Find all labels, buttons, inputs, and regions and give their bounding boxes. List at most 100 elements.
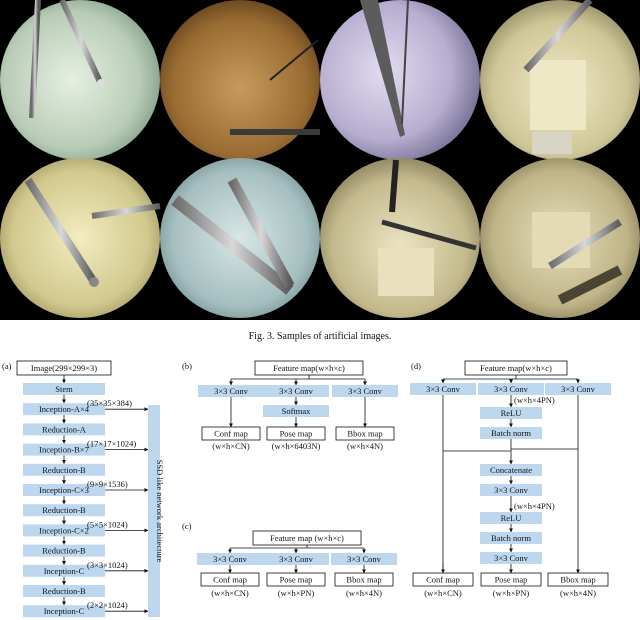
panel-c-conv-2: 3×3 Conv bbox=[347, 554, 382, 564]
panel-a-block-4-box bbox=[23, 463, 105, 476]
panel-b-conv-1: 3×3 Conv bbox=[279, 386, 314, 396]
panel-d-conv-1: 3×3 Conv bbox=[494, 384, 529, 394]
panel-d-batch-norm: Batch norm bbox=[491, 428, 531, 438]
panel-a-block-7: Inception-C×2 bbox=[39, 525, 89, 535]
panel-a-block-3: Inception-B×7 bbox=[39, 445, 89, 455]
sample-image-2 bbox=[160, 0, 320, 160]
panel-a-input: Image(299×299×3) bbox=[31, 363, 97, 373]
sample-image-grid bbox=[0, 0, 640, 320]
panel-c-conv-1: 3×3 Conv bbox=[279, 554, 314, 564]
panel-b-input: Feature map(w×h×c) bbox=[273, 363, 345, 373]
panel-c-map-0-box bbox=[200, 572, 260, 587]
panel-d-batch-norm-box bbox=[480, 427, 542, 439]
panel-b-conv-2: 3×3 Conv bbox=[348, 386, 383, 396]
panel-c-map-2: Bbox map bbox=[346, 575, 381, 585]
panel-d-dim-conv2: (w×h×4PN) bbox=[514, 501, 555, 511]
panel-a-output-2: (9×9×1536) bbox=[87, 479, 128, 489]
panel-a-block-6: Reduction-B bbox=[42, 505, 86, 515]
panel-b-dim-0: (w×h×CN) bbox=[212, 441, 250, 451]
panel-c-conv-0: 3×3 Conv bbox=[213, 554, 248, 564]
panel-b-dim-2: (w×h×4N) bbox=[347, 441, 383, 451]
panel-d-map-2-box bbox=[547, 572, 609, 587]
panel-a-output-5: (2×2×1024) bbox=[87, 600, 128, 610]
panel-c-map-1: Pose map bbox=[280, 575, 313, 585]
panel-b-label: (b) bbox=[182, 361, 192, 371]
panel-b-map-1: Pose map bbox=[280, 429, 313, 439]
panel-d-dim-0: (w×h×CN) bbox=[424, 588, 462, 598]
panel-d-label: (d) bbox=[411, 361, 421, 371]
panel-a-block-3-box bbox=[23, 443, 105, 456]
sample-image-7 bbox=[320, 158, 480, 318]
panel-b-conv-0-box bbox=[198, 385, 264, 397]
panel-a-block-11-box bbox=[23, 605, 105, 618]
panel-d-conv-2-box bbox=[545, 383, 611, 395]
panel-a-block-7-box bbox=[23, 524, 105, 537]
panel-a-block-9-box bbox=[23, 564, 105, 577]
panel-d-input: Feature map(w×h×c) bbox=[480, 363, 552, 373]
panel-a-block-5-box bbox=[23, 484, 105, 496]
panel-d-map-0-box bbox=[412, 572, 474, 587]
panel-d-relu: ReLU bbox=[501, 408, 522, 418]
panel-d-conv-last: 3×3 Conv bbox=[494, 553, 529, 563]
sample-image-8 bbox=[480, 158, 640, 318]
panel-d-conv-0: 3×3 Conv bbox=[426, 384, 461, 394]
panel-a-label: (a) bbox=[2, 361, 12, 371]
panel-d-concatenate: Concatenate bbox=[490, 465, 532, 475]
panel-a-output-4: (3×3×1024) bbox=[87, 560, 128, 570]
panel-b-conv-1-box bbox=[263, 385, 329, 397]
panel-a-output-1: (17×17×1024) bbox=[87, 439, 136, 449]
panel-d-dim-2: (w×h×4N) bbox=[560, 588, 596, 598]
panel-d-conv-0-box bbox=[410, 383, 476, 395]
panel-d-batch-norm2-box bbox=[480, 532, 542, 544]
panel-c-map-0: Conf map bbox=[213, 575, 247, 585]
panel-c-dim-0: (w×h×CN) bbox=[211, 588, 249, 598]
panel-a-block-2: Reduction-A bbox=[42, 424, 87, 434]
panel-a-block-2-box bbox=[23, 423, 105, 436]
architecture-diagram: (a) Image(299×299×3) StemInception-A×4Re… bbox=[2, 360, 611, 618]
panel-b-map-0-box bbox=[201, 426, 261, 441]
panel-d-conv-mid-box bbox=[480, 484, 542, 496]
panel-c-dim-2: (w×h×4N) bbox=[346, 588, 382, 598]
panel-a-block-4: Reduction-B bbox=[42, 465, 86, 475]
panel-b-dim-1: (w×h×6403N) bbox=[272, 441, 321, 451]
panel-d-map-1-box bbox=[480, 572, 542, 587]
panel-d-conv-last-box bbox=[480, 552, 542, 564]
panel-d-conv-1-box bbox=[478, 383, 544, 395]
panel-a-block-0-box bbox=[23, 383, 105, 395]
panel-a-block-10: Reduction-B bbox=[42, 586, 86, 596]
panel-b-conv-2-box bbox=[332, 385, 398, 397]
figure-caption: Fig. 3. Samples of artificial images. bbox=[248, 331, 392, 342]
panel-b-map-1-box bbox=[266, 426, 326, 441]
panel-d-relu2: ReLU bbox=[501, 513, 522, 523]
panel-d-conv-2: 3×3 Conv bbox=[561, 384, 596, 394]
panel-a-block-6-box bbox=[23, 504, 105, 517]
panel-d-map-0: Conf map bbox=[426, 575, 460, 585]
sample-image-1 bbox=[0, 0, 160, 160]
sample-image-4 bbox=[480, 0, 640, 160]
panel-d-map-2: Bbox map bbox=[560, 575, 595, 585]
panel-a-output-0: (35×35×384) bbox=[87, 398, 132, 408]
panel-b-map-2: Bbox map bbox=[347, 429, 382, 439]
panel-a-block-11: Inception-C bbox=[44, 606, 85, 616]
panel-c-map-2-box bbox=[334, 572, 394, 587]
sample-image-3 bbox=[320, 0, 480, 160]
panel-b-softmax: Softmax bbox=[282, 406, 312, 416]
panel-d-map-1: Pose map bbox=[495, 575, 528, 585]
panel-a-output-3: (5×5×1024) bbox=[87, 519, 128, 529]
panel-a-side-label: SSD like network architecture bbox=[155, 460, 165, 563]
panel-a-block-9: Inception-C bbox=[44, 566, 85, 576]
panel-b-softmax-box bbox=[263, 405, 329, 417]
panel-c-input: Feature map (w×h×c) bbox=[270, 533, 344, 543]
panel-b-map-0: Conf map bbox=[214, 429, 248, 439]
panel-d-conv-mid: 3×3 Conv bbox=[494, 485, 529, 495]
panel-d-relu-box bbox=[480, 407, 542, 419]
panel-a-block-8-box bbox=[23, 544, 105, 557]
panel-c-conv-0-box bbox=[197, 553, 263, 565]
panel-d-concatenate-box bbox=[480, 464, 542, 476]
panel-b-map-2-box bbox=[335, 426, 395, 441]
panel-c-map-1-box bbox=[266, 572, 326, 587]
panel-b-conv-0: 3×3 Conv bbox=[214, 386, 249, 396]
panel-d-dim-conv1: (w×h×4PN) bbox=[514, 395, 555, 405]
panel-d-dim-1: (w×h×PN) bbox=[493, 588, 530, 598]
panel-a-block-5: Inception-C×3 bbox=[39, 485, 89, 495]
